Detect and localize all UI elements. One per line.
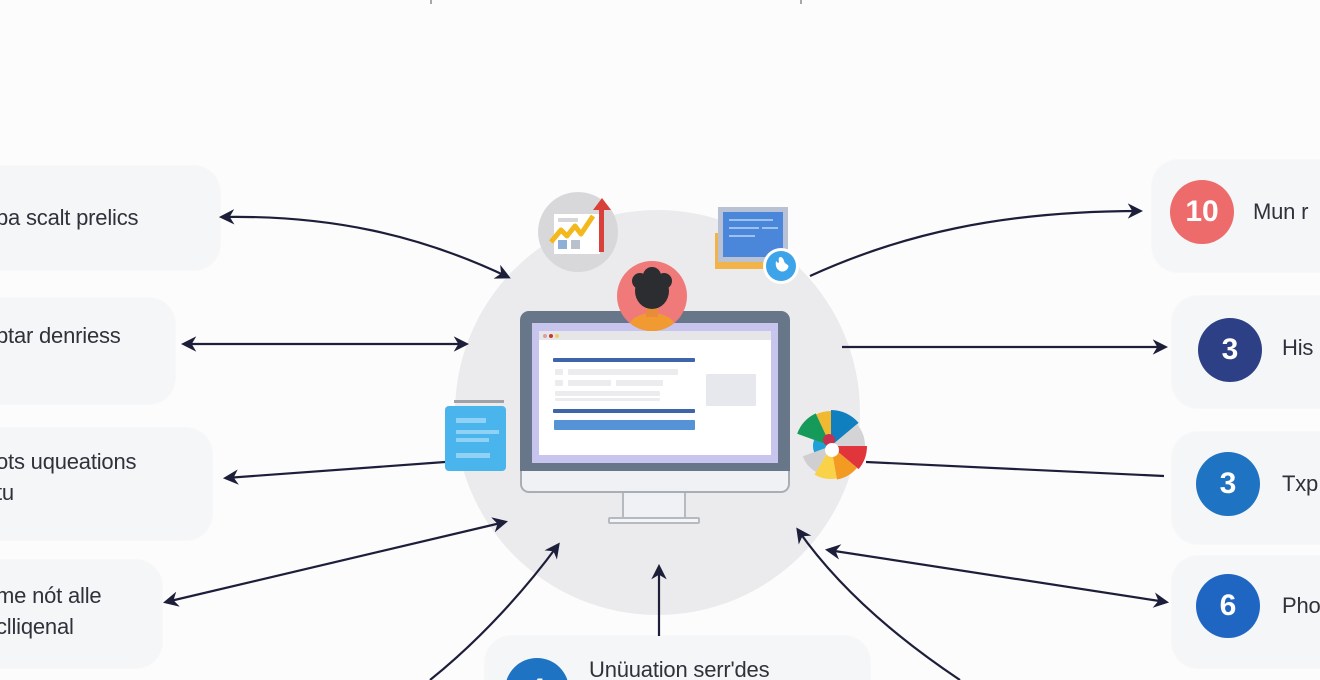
window-dot	[555, 334, 559, 338]
color-wheel-center	[825, 443, 839, 457]
left-card-2-text: ptar denriess	[0, 323, 121, 348]
left-card-3[interactable]: ots uqueations tu	[0, 428, 212, 540]
color-wheel-segment	[812, 439, 831, 453]
growth-chart-icon	[538, 192, 618, 272]
content-line	[555, 391, 660, 396]
badge-number: 3	[1219, 467, 1237, 500]
arrow-right-1	[809, 203, 1144, 278]
content-heading-bar	[553, 358, 695, 362]
number-badge: 3	[1198, 318, 1262, 382]
title-fragment	[800, 0, 802, 4]
right-card-1-text: Mun r	[1253, 199, 1309, 224]
computer-monitor	[520, 311, 790, 493]
color-wheel-segment	[802, 446, 831, 472]
content-line	[555, 398, 660, 401]
badge-number: 4	[529, 673, 546, 680]
content-line	[555, 380, 563, 386]
color-wheel-segment	[831, 446, 857, 480]
right-card-2[interactable]: 3 His	[1172, 296, 1320, 408]
monitor-stand-base	[608, 517, 700, 524]
top-strip	[0, 0, 1320, 10]
left-card-3-text-line1: ots uqueations	[0, 449, 137, 474]
user-avatar-icon	[617, 261, 687, 331]
content-line	[555, 369, 563, 375]
badge-number: 3	[1221, 333, 1239, 366]
badge-number: 6	[1219, 589, 1237, 622]
number-badge: 3	[1196, 452, 1260, 516]
browser-titlebar	[539, 331, 771, 340]
left-card-4[interactable]: me nót alle clliqenal	[0, 560, 162, 668]
color-wheel-segment	[831, 424, 865, 446]
arrow-left-4	[163, 517, 508, 607]
content-divider-bar	[553, 409, 695, 413]
title-fragment	[430, 0, 432, 4]
content-side-panel	[706, 374, 756, 406]
window-dot	[549, 334, 553, 338]
right-card-4-text: Pho	[1282, 593, 1320, 618]
right-card-3-text: Txp	[1282, 471, 1319, 496]
number-badge: 6	[1196, 574, 1260, 638]
right-card-2-text: His	[1282, 335, 1314, 360]
arrow-right-4	[824, 544, 1170, 608]
content-line	[568, 380, 611, 386]
color-wheel-segment	[831, 410, 859, 446]
left-card-2[interactable]: ptar denriess	[0, 298, 175, 404]
arrow-right-3	[865, 460, 1165, 478]
left-card-4-text-line2: clliqenal	[0, 614, 74, 639]
monitor-stand-neck	[622, 493, 686, 518]
content-line	[616, 380, 663, 386]
arrow-left-1	[218, 209, 511, 279]
window-dot	[543, 334, 547, 338]
right-card-4[interactable]: 6 Pho	[1172, 556, 1320, 668]
color-wheel-segment	[797, 413, 831, 446]
presentation-screen-icon	[715, 207, 799, 284]
left-card-1-text: pa scalt prelics	[0, 205, 139, 230]
color-wheel-segment	[831, 446, 867, 470]
number-badge: 4	[505, 658, 569, 680]
number-badge: 10	[1170, 180, 1234, 244]
content-button-bar[interactable]	[554, 420, 695, 430]
arrow-left-3	[222, 460, 446, 485]
badge-number: 10	[1185, 195, 1219, 228]
left-card-1[interactable]: pa scalt prelics	[0, 166, 220, 270]
right-card-3[interactable]: 3 Txp	[1172, 432, 1320, 544]
content-line	[568, 369, 678, 375]
monitor-chin	[520, 471, 790, 493]
right-card-1[interactable]: 10 Mun r	[1152, 160, 1320, 272]
color-wheel-icon	[797, 410, 867, 480]
bottom-card[interactable]: 4 Unüuation serr'des	[485, 636, 870, 680]
left-card-4-text-line1: me nót alle	[0, 583, 102, 608]
left-card-3-text-line2: tu	[0, 480, 14, 505]
bottom-card-text: Unüuation serr'des	[589, 657, 770, 680]
document-icon	[445, 400, 506, 471]
monitor-screen	[539, 331, 771, 455]
